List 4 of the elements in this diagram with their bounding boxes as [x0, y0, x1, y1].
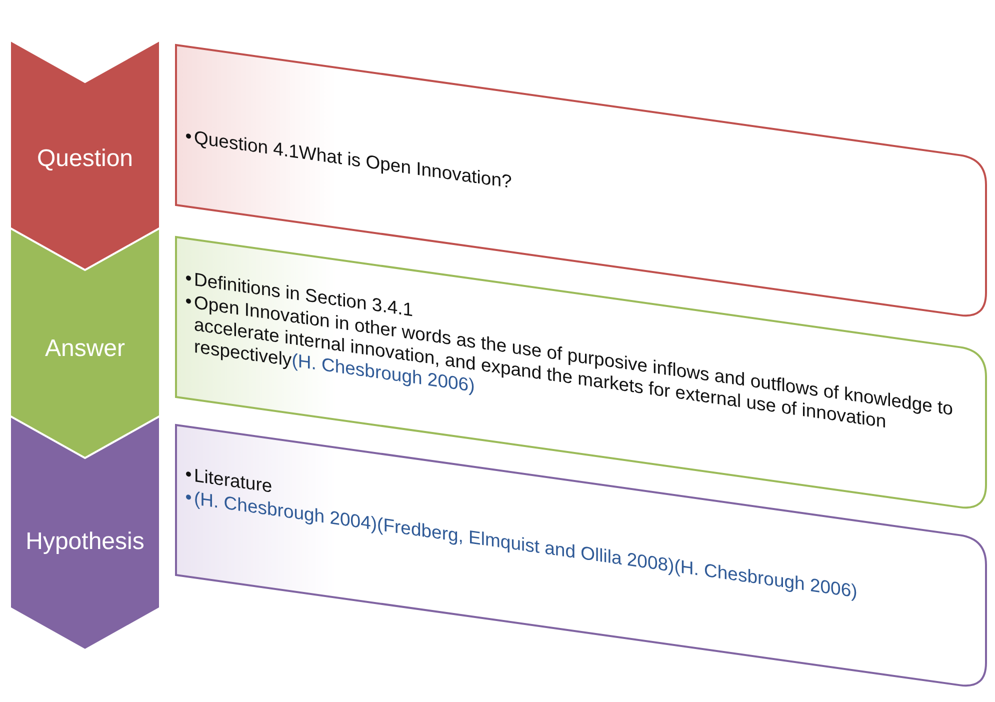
- stage-label: Answer: [44, 335, 126, 363]
- stage-label: Question: [36, 145, 134, 173]
- bullet-text: Question 4.1What is Open Innovation?: [194, 126, 512, 192]
- stage-label: Hypothesis: [24, 528, 146, 556]
